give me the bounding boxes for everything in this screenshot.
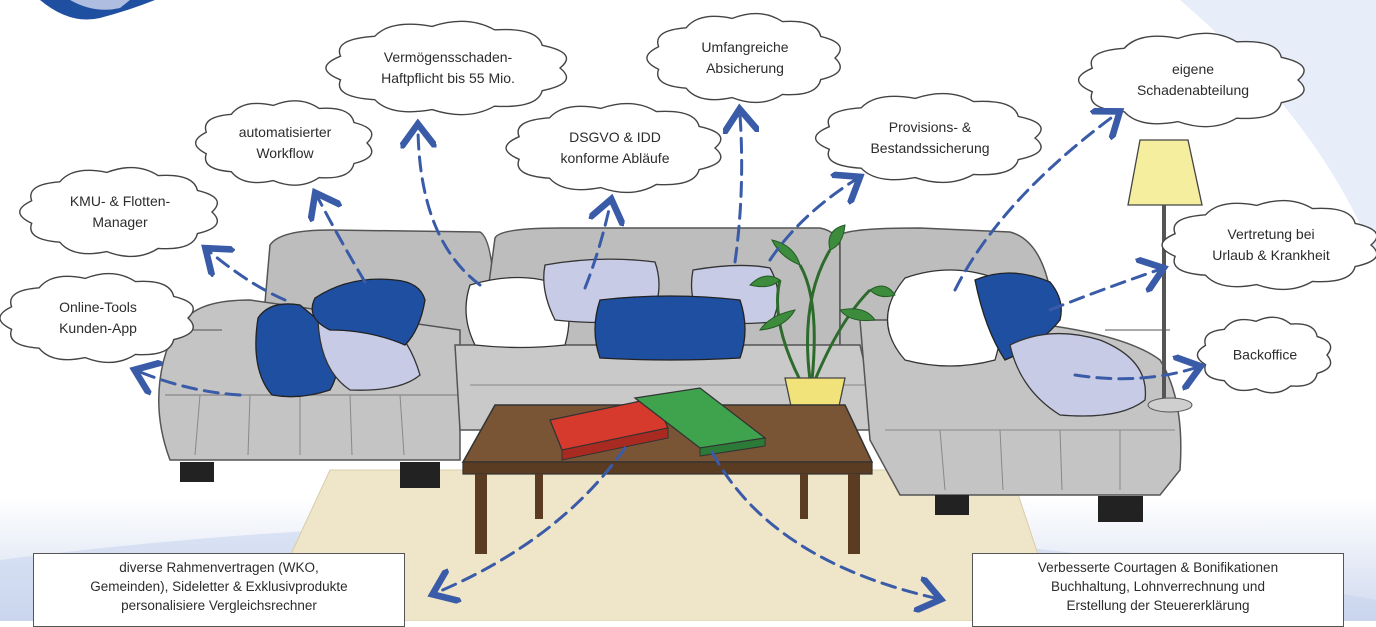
cloud-shape [0, 272, 194, 364]
connector-arrows [140, 115, 1195, 598]
cloud-shape [646, 12, 841, 104]
connector-arrow [1073, 368, 1195, 379]
pillows [255, 258, 1147, 417]
cloud-label-line: Bestandssicherung [870, 140, 990, 156]
cloud-shape [194, 100, 373, 186]
cloud-absicherung: Umfangreiche Absicherung [701, 37, 788, 79]
cloud-label-line: Workflow [256, 145, 314, 161]
cloud-label-line: Urlaub & Krankheit [1212, 247, 1330, 263]
connector-arrow [1048, 270, 1158, 312]
cloud-haftpflicht: Vermögensschaden- Haftpflicht bis 55 Mio… [381, 47, 515, 89]
cloud-label-line: Vertretung bei [1227, 226, 1315, 242]
cloud-dsgvo: DSGVO & IDD konforme Abläufe [561, 127, 670, 169]
cloud-shape [1077, 32, 1305, 128]
connector-arrow [418, 130, 482, 287]
clouds [0, 12, 1376, 394]
box-line: personalisiere Vergleichsrechner [121, 598, 317, 613]
cloud-shape [325, 20, 568, 116]
box-line: Erstellung der Steuererklärung [1066, 598, 1250, 613]
cloud-label-line: automatisierter [238, 124, 332, 140]
cloud-label-line: Schadenabteilung [1136, 82, 1250, 98]
connector-arrow [140, 372, 242, 397]
cloud-shape [505, 102, 722, 194]
lamp-icon [1127, 139, 1203, 413]
connector-arrow [210, 252, 287, 302]
cloud-shape [814, 92, 1042, 184]
cloud-provision: Provisions- & Bestandssicherung [870, 117, 989, 159]
box-line: Gemeinden), Sideletter & Exklusivprodukt… [90, 579, 348, 594]
cloud-label-line: Absicherung [706, 60, 784, 76]
box-rahmen: diverse Rahmenvertragen (WKO, Gemeinden)… [33, 553, 405, 627]
cloud-backoffice: Backoffice [1233, 345, 1297, 366]
cloud-label-line: KMU- & Flotten- [69, 193, 171, 209]
cloud-label-line: Backoffice [1232, 346, 1298, 363]
cloud-shape [19, 166, 219, 258]
logo-mark-icon [40, 0, 155, 20]
cloud-kmu: KMU- & Flotten- Manager [70, 191, 170, 233]
box-line: diverse Rahmenvertragen (WKO, [119, 560, 319, 575]
box-line: Buchhaltung, Lohnverrechnung und [1051, 579, 1265, 594]
cloud-online-tools: Online-Tools Kunden-App [59, 297, 137, 339]
connector-arrow [583, 205, 610, 290]
connector-arrow [710, 450, 935, 598]
cloud-vertretung: Vertretung bei Urlaub & Krankheit [1212, 224, 1330, 266]
cloud-label-line: konforme Abläufe [560, 150, 670, 166]
cloud-schaden: eigene Schadenabteilung [1137, 59, 1249, 101]
connector-arrow [438, 446, 627, 592]
cloud-shape [1161, 199, 1376, 291]
connector-arrow [953, 115, 1115, 292]
folder-icon [549, 387, 767, 461]
box-line: Verbesserte Courtagen & Bonifikationen [1037, 560, 1279, 575]
cloud-label-line: Manager [92, 214, 148, 230]
cloud-label-line: Haftpflicht bis 55 Mio. [381, 70, 515, 86]
cloud-label-line: Online-Tools [59, 299, 137, 315]
cloud-label-line: Umfangreiche [701, 39, 789, 55]
cloud-workflow: automatisierter Workflow [239, 122, 332, 164]
connector-arrow [768, 180, 855, 262]
box-courtagen: Verbesserte Courtagen & Bonifikationen B… [972, 553, 1344, 627]
cloud-label-line: DSGVO & IDD [569, 129, 661, 145]
cloud-label-line: Vermögensschaden- [383, 49, 513, 65]
cloud-label-line: eigene [1171, 61, 1215, 77]
connector-arrow [735, 115, 742, 264]
connector-arrow [318, 198, 367, 284]
cloud-label-line: Kunden-App [59, 320, 137, 336]
cloud-label-line: Provisions- & [888, 119, 972, 135]
